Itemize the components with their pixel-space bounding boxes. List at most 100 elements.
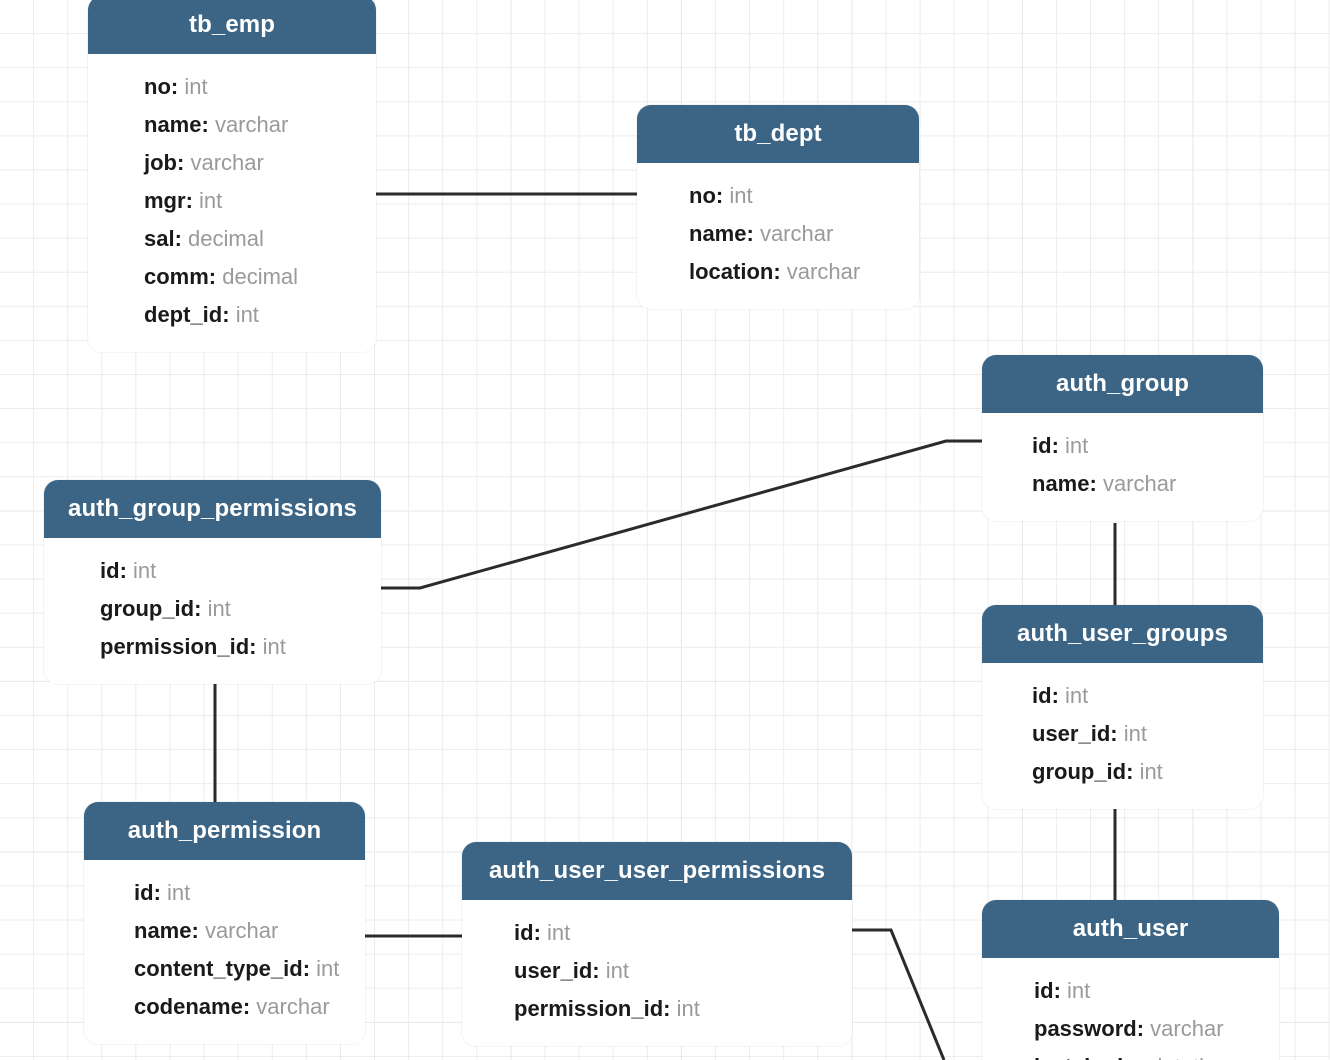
field-colon: :: [222, 302, 230, 327]
entity-fields: no: int name: varchar location: varchar: [637, 163, 919, 309]
field-row: codename: varchar: [84, 988, 365, 1026]
field-colon: :: [715, 183, 724, 208]
field-type: varchar: [1102, 471, 1177, 496]
entity-auth-permission[interactable]: auth_permission id: int name: varchar co…: [84, 802, 365, 1044]
field-name: last_login: [1034, 1054, 1137, 1060]
field-colon: :: [194, 596, 202, 621]
field-name: group_id: [1032, 759, 1127, 784]
field-type: varchar: [256, 994, 330, 1019]
field-type: int: [262, 634, 286, 659]
field-colon: :: [773, 259, 781, 284]
field-colon: :: [533, 920, 541, 945]
field-name: id: [1034, 978, 1054, 1003]
field-row: name: varchar: [84, 912, 365, 950]
field-colon: :: [746, 221, 754, 246]
field-colon: :: [191, 918, 199, 943]
field-row: id: int: [982, 972, 1279, 1010]
field-type: int: [207, 596, 231, 621]
field-name: permission_id: [514, 996, 664, 1021]
field-name: name: [134, 918, 192, 943]
field-type: int: [547, 920, 571, 945]
entity-auth-user[interactable]: auth_user id: int password: varchar last…: [982, 900, 1279, 1060]
entity-title: auth_user: [982, 900, 1279, 958]
entity-title: auth_permission: [84, 802, 365, 860]
field-colon: :: [201, 112, 209, 137]
entity-tb-dept[interactable]: tb_dept no: int name: varchar location: …: [637, 105, 919, 309]
field-name: name: [144, 112, 202, 137]
field-type: decimal: [222, 264, 299, 289]
field-name: comm: [144, 264, 209, 289]
field-type: int: [1065, 433, 1089, 458]
entity-tb-emp[interactable]: tb_emp no: int name: varchar job: varcha…: [88, 0, 376, 352]
entity-fields: id: int name: varchar: [982, 413, 1263, 521]
entity-title: tb_emp: [88, 0, 376, 54]
field-type: varchar: [214, 112, 289, 137]
field-row: no: int: [637, 177, 919, 215]
field-name: id: [514, 920, 534, 945]
field-type: varchar: [1150, 1016, 1224, 1041]
field-type: int: [199, 188, 223, 213]
field-name: id: [1032, 433, 1052, 458]
field-type: int: [235, 302, 259, 327]
entity-auth-group[interactable]: auth_group id: int name: varchar: [982, 355, 1263, 521]
field-colon: :: [153, 880, 161, 905]
field-colon: :: [242, 994, 251, 1019]
entity-title: tb_dept: [637, 105, 919, 163]
field-name: mgr: [144, 188, 186, 213]
field-name: no: [689, 183, 716, 208]
entity-title: auth_group: [982, 355, 1263, 413]
field-name: no: [144, 74, 171, 99]
entity-fields: no: int name: varchar job: varchar mgr: …: [88, 54, 376, 352]
field-name: dept_id: [144, 302, 223, 327]
field-type: varchar: [786, 259, 861, 284]
relationship-line-uup-user: [852, 928, 946, 1060]
field-type: varchar: [204, 918, 279, 943]
field-name: user_id: [1032, 721, 1111, 746]
field-row: permission_id: int: [462, 990, 852, 1028]
field-type: varchar: [190, 150, 264, 175]
entity-title: auth_user_user_permissions: [462, 842, 852, 900]
field-row: comm: decimal: [88, 258, 376, 296]
field-name: name: [1032, 471, 1090, 496]
entity-fields: id: int name: varchar content_type_id: i…: [84, 860, 365, 1044]
field-colon: :: [185, 188, 193, 213]
field-name: group_id: [100, 596, 195, 621]
entity-fields: id: int user_id: int permission_id: int: [462, 900, 852, 1046]
field-colon: :: [119, 558, 127, 583]
field-row: job: varchar: [88, 144, 376, 182]
field-type: int: [184, 74, 208, 99]
field-colon: :: [174, 226, 182, 251]
field-type: int: [316, 956, 340, 981]
field-row: password: varchar: [982, 1010, 1279, 1048]
field-colon: :: [1053, 978, 1061, 1003]
entity-auth-user-groups[interactable]: auth_user_groups id: int user_id: int gr…: [982, 605, 1263, 809]
field-colon: :: [1126, 759, 1134, 784]
field-row: location: varchar: [637, 253, 919, 291]
field-type: int: [676, 996, 700, 1021]
field-row: user_id: int: [982, 715, 1263, 753]
field-row: user_id: int: [462, 952, 852, 990]
entity-fields: id: int password: varchar last_login: da…: [982, 958, 1279, 1060]
field-name: name: [689, 221, 747, 246]
entity-auth-user-user-permissions[interactable]: auth_user_user_permissions id: int user_…: [462, 842, 852, 1046]
field-row: group_id: int: [44, 590, 381, 628]
field-name: id: [100, 558, 120, 583]
field-colon: :: [663, 996, 671, 1021]
field-name: permission_id: [100, 634, 250, 659]
entity-auth-group-permissions[interactable]: auth_group_permissions id: int group_id:…: [44, 480, 381, 684]
field-row: name: varchar: [637, 215, 919, 253]
field-row: id: int: [982, 427, 1263, 465]
field-type: int: [1065, 683, 1089, 708]
field-row: last_login: datetime: [982, 1048, 1279, 1060]
field-colon: :: [1136, 1016, 1145, 1041]
field-type: int: [1123, 721, 1147, 746]
field-name: location: [689, 259, 774, 284]
field-name: job: [144, 150, 177, 175]
field-row: dept_id: int: [88, 296, 376, 334]
field-row: no: int: [88, 68, 376, 106]
field-row: permission_id: int: [44, 628, 381, 666]
field-type: datetime: [1150, 1054, 1234, 1060]
field-colon: :: [249, 634, 257, 659]
field-type: int: [1139, 759, 1163, 784]
